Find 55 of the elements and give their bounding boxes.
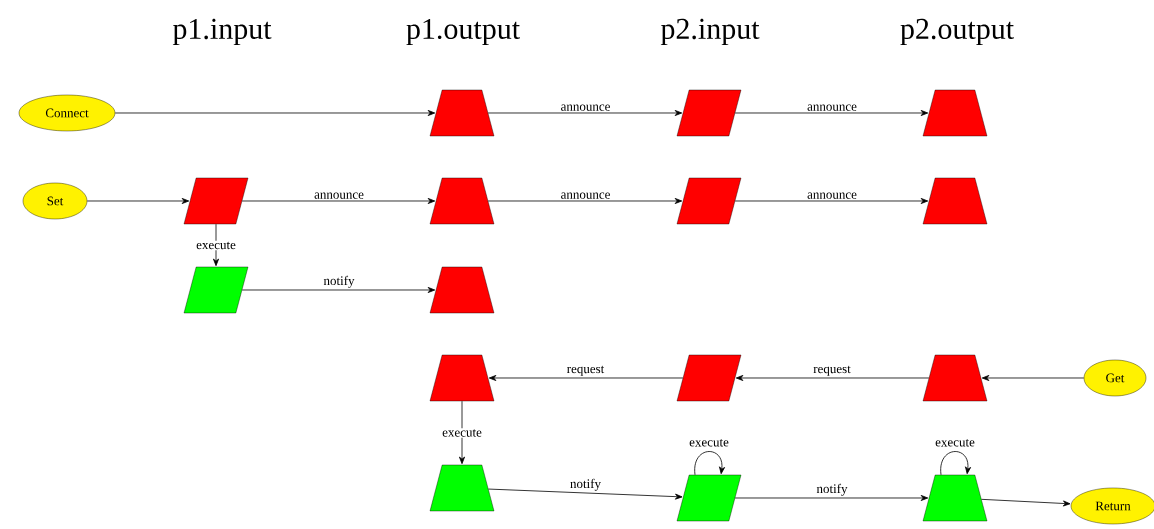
arrow (734, 495, 929, 501)
arrow (114, 110, 436, 116)
edge-label: notify (816, 483, 848, 496)
parallelogram-shape (676, 177, 742, 225)
trapezoid-shape (922, 474, 988, 522)
parallelogram-shape (183, 177, 249, 225)
arrow (487, 198, 683, 204)
arrow (488, 488, 683, 500)
arrow (213, 223, 219, 267)
edge-label: notify (323, 275, 355, 288)
edge-label: execute (195, 240, 237, 251)
column-heading: p1.input (172, 18, 272, 46)
trapezoid-shape (429, 464, 495, 512)
ellipse-node: Connect (18, 94, 116, 132)
arrow (735, 375, 930, 381)
column-heading: p2.input (660, 18, 760, 46)
column-heading: p2.output (900, 18, 1014, 46)
arrow (487, 110, 683, 116)
edge-label: execute (441, 428, 483, 438)
edge-label: announce (314, 192, 364, 199)
arrow (981, 375, 1085, 381)
arrow (241, 287, 436, 293)
trapezoid-shape (922, 89, 988, 137)
parallelogram-shape (676, 354, 742, 402)
column-heading: p1.output (406, 18, 520, 46)
trapezoid-shape (429, 177, 495, 225)
arrow (86, 198, 190, 204)
arrow (734, 110, 929, 116)
trapezoid-shape (429, 266, 495, 314)
arrow (459, 400, 465, 465)
ellipse-node: Get (1083, 359, 1147, 397)
parallelogram-shape (183, 266, 249, 314)
loop-arrow (694, 451, 725, 476)
edge-label: request (813, 365, 851, 376)
edge-label: execute (935, 439, 975, 447)
edge-label: announce (807, 104, 857, 111)
edge-label: announce (561, 192, 610, 199)
arrow (734, 198, 929, 204)
parallelogram-shape (676, 474, 742, 522)
trapezoid-shape (922, 177, 988, 225)
arrow (241, 198, 436, 204)
trapezoid-shape (922, 354, 988, 402)
edge-label: notify (570, 478, 601, 491)
parallelogram-shape (676, 89, 742, 137)
arrow (488, 375, 684, 381)
edge-label: announce (561, 104, 610, 111)
ellipse-node: Return (1070, 487, 1154, 525)
trapezoid-shape (429, 354, 495, 402)
loop-arrow (940, 451, 971, 476)
arrow (981, 498, 1071, 507)
edge-label: request (567, 365, 605, 376)
trapezoid-shape (429, 89, 495, 137)
edge-label: execute (689, 439, 729, 447)
ellipse-node: Set (22, 182, 88, 220)
edge-label: announce (807, 192, 857, 199)
